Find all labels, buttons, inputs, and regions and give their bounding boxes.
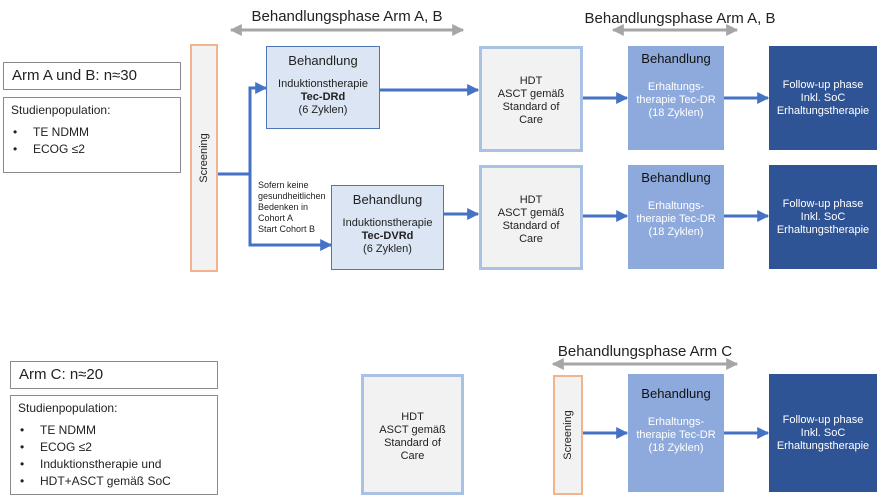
branch-note: Sofern keine gesundheitlichen Bedenken i… <box>258 180 344 235</box>
induction-b-line: Induktionstherapie <box>342 217 433 229</box>
maintenance-line: Erhaltungs- <box>647 200 705 212</box>
follow-up-line: Erhaltungstherapie <box>776 223 870 236</box>
induction-a-heading: Behandlung <box>288 53 358 68</box>
follow-up-box-arm-c: Follow-up phase Inkl. SoC Erhaltungsther… <box>769 374 877 492</box>
hdt-box-arm-c: HDT ASCT gemäß Standard of Care <box>361 374 464 495</box>
phase-header-top-right: Behandlungsphase Arm A, B <box>584 10 776 27</box>
hdt-box-row2: HDT ASCT gemäß Standard of Care <box>479 165 583 270</box>
arm-c-population-heading: Studienpopulation: <box>18 401 118 415</box>
follow-up-line: Follow-up phase <box>782 197 864 210</box>
hdt-line: Care <box>519 233 543 245</box>
branch-note-line: Cohort A <box>258 213 294 223</box>
criterion-item-continued: HDT+ASCT gemäß SoC <box>18 474 210 489</box>
induction-a-line: Induktionstherapie <box>278 78 368 90</box>
arm-c-title-box: Arm C: n≈20 <box>10 361 218 389</box>
arm-c-criteria-list: TE NDMM ECOG ≤2 Induktionstherapie und H… <box>18 423 210 489</box>
follow-up-line: Inkl. SoC <box>800 426 846 439</box>
screening-box-ab: Screening <box>190 44 218 272</box>
screening-box-arm-c: Screening <box>553 375 583 495</box>
maintenance-line: (18 Zyklen) <box>648 226 704 238</box>
branch-note-line: Sofern keine <box>258 180 309 190</box>
criterion-item: ECOG ≤2 <box>18 440 210 455</box>
hdt-line: Standard of <box>502 101 560 113</box>
arm-c-title: Arm C: n≈20 <box>19 366 104 383</box>
induction-b-heading: Behandlung <box>352 192 423 207</box>
hdt-line: ASCT gemäß <box>497 207 565 219</box>
induction-b-regimen: Tec-DVRd <box>361 230 414 242</box>
induction-b-cycles: (6 Zyklen) <box>363 243 412 255</box>
follow-up-box-row1: Follow-up phase Inkl. SoC Erhaltungsther… <box>769 46 877 150</box>
follow-up-line: Inkl. SoC <box>800 210 846 223</box>
follow-up-line: Follow-up phase <box>782 78 864 91</box>
hdt-line: HDT <box>519 194 543 206</box>
hdt-line: Care <box>519 114 543 126</box>
hdt-line: ASCT gemäß <box>379 424 446 436</box>
follow-up-line: Follow-up phase <box>782 413 864 426</box>
screening-label: Screening <box>562 410 574 460</box>
induction-b-box: Behandlung Induktionstherapie Tec-DVRd (… <box>331 185 444 270</box>
maintenance-line: Erhaltungs- <box>647 416 705 428</box>
maintenance-heading: Behandlung <box>641 51 711 66</box>
hdt-line: Care <box>400 450 425 462</box>
arm-ab-title-box: Arm A und B: n≈30 <box>3 62 181 90</box>
hdt-line: Standard of <box>384 437 441 449</box>
criterion-item: TE NDMM <box>18 423 210 438</box>
phase-header-bottom: Behandlungsphase Arm C <box>557 343 733 360</box>
maintenance-line: Erhaltungs- <box>647 81 705 93</box>
branch-to-induction-b <box>248 174 333 251</box>
maintenance-heading: Behandlung <box>641 386 711 401</box>
arm-ab-title: Arm A und B: n≈30 <box>12 67 137 84</box>
maintenance-line: (18 Zyklen) <box>648 442 704 454</box>
branch-note-line: gesundheitlichen <box>258 191 326 201</box>
hdt-line: Standard of <box>502 220 560 232</box>
follow-up-line: Erhaltungstherapie <box>776 104 870 117</box>
criterion-item: Induktionstherapie und <box>18 457 210 472</box>
arm-ab-population-box: Studienpopulation: TE NDMM ECOG ≤2 <box>3 97 181 173</box>
arm-ab-criteria-list: TE NDMM ECOG ≤2 <box>11 125 173 157</box>
hdt-line: ASCT gemäß <box>497 88 565 100</box>
follow-up-line: Erhaltungstherapie <box>776 439 870 452</box>
criterion-item: ECOG ≤2 <box>11 142 173 157</box>
hdt-line: HDT <box>519 75 543 87</box>
arm-ab-population-heading: Studienpopulation: <box>11 103 111 117</box>
branch-note-line: Bedenken in <box>258 202 309 212</box>
follow-up-line: Inkl. SoC <box>800 91 846 104</box>
hdt-box-row1: HDT ASCT gemäß Standard of Care <box>479 46 583 152</box>
maintenance-box-arm-c: Behandlung Erhaltungs- therapie Tec-DR (… <box>628 374 724 492</box>
maintenance-line: therapie Tec-DR <box>636 429 716 441</box>
maintenance-box-row2: Behandlung Erhaltungs- therapie Tec-DR (… <box>628 165 724 269</box>
maintenance-heading: Behandlung <box>641 170 711 185</box>
hdt-line: HDT <box>401 411 424 423</box>
maintenance-box-row1: Behandlung Erhaltungs- therapie Tec-DR (… <box>628 46 724 150</box>
maintenance-line: therapie Tec-DR <box>636 94 716 106</box>
arm-c-population-box: Studienpopulation: TE NDMM ECOG ≤2 Induk… <box>10 395 218 495</box>
follow-up-box-row2: Follow-up phase Inkl. SoC Erhaltungsther… <box>769 165 877 269</box>
induction-a-regimen: Tec-DRd <box>300 91 346 103</box>
maintenance-line: (18 Zyklen) <box>648 107 704 119</box>
branch-note-line: Start Cohort B <box>258 224 316 234</box>
phase-header-top-left: Behandlungsphase Arm A, B <box>251 8 443 25</box>
maintenance-line: therapie Tec-DR <box>636 213 716 225</box>
branch-to-induction-a <box>248 82 268 174</box>
criterion-item: TE NDMM <box>11 125 173 140</box>
induction-a-cycles: (6 Zyklen) <box>298 104 348 116</box>
induction-a-box: Behandlung Induktionstherapie Tec-DRd (6… <box>266 46 380 129</box>
screening-label: Screening <box>198 133 210 183</box>
